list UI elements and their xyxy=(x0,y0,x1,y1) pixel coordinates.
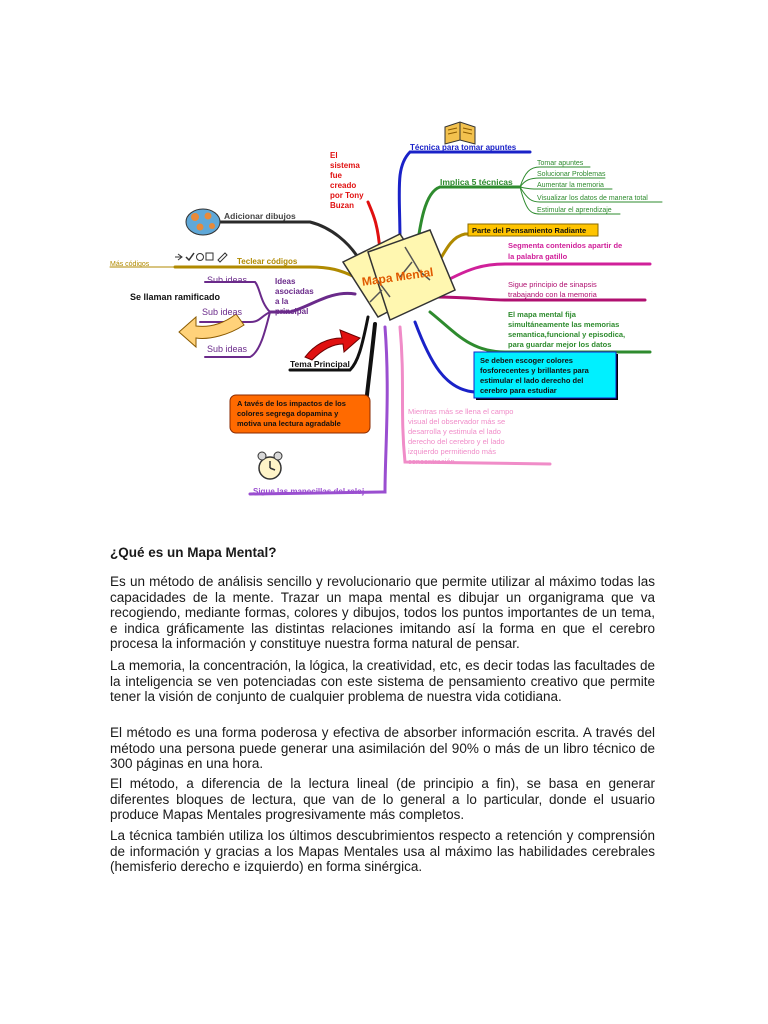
svg-text:motiva una lectura agradable: motiva una lectura agradable xyxy=(237,419,341,428)
paragraph-3: El método es una forma poderosa y efecti… xyxy=(110,725,655,772)
paragraph-1: Es un método de análisis sencillo y revo… xyxy=(110,574,655,652)
label-mientras: Mientras más se llena el campo visual de… xyxy=(408,407,513,466)
svg-text:Ideas: Ideas xyxy=(275,277,296,286)
svg-text:Sigue principio de sinapsis: Sigue principio de sinapsis xyxy=(508,280,597,289)
paragraph-5: La técnica también utiliza los últimos d… xyxy=(110,828,655,875)
label-se-llaman-ramificado: Se llaman ramificado xyxy=(130,292,221,302)
svg-text:El mapa mental fija: El mapa mental fija xyxy=(508,310,577,319)
svg-text:izquierdo permitiendo más: izquierdo permitiendo más xyxy=(408,447,496,456)
label-tema-principal: Tema Principal xyxy=(290,359,350,369)
label-tecnica-apuntes: Técnica para tomar apuntes xyxy=(410,143,517,152)
arrow-red-icon xyxy=(305,330,360,360)
central-image: Mapa Mental xyxy=(343,230,455,320)
label-sigue-manecillas: Sigue las manecillas del reloj xyxy=(253,487,364,496)
svg-text:simultáneamente las memorias: simultáneamente las memorias xyxy=(508,320,619,329)
svg-text:la palabra gatillo: la palabra gatillo xyxy=(508,252,568,261)
box-pensamiento-radiante: Parte del Pensamiento Radiante xyxy=(468,224,598,236)
svg-text:trabajando con la memoria: trabajando con la memoria xyxy=(508,290,598,299)
book-icon xyxy=(445,122,475,144)
branch-line-colores xyxy=(415,322,475,392)
svg-text:El: El xyxy=(330,151,338,160)
mind-map-diagram: Mapa Mental Más códigos Teclear códigos … xyxy=(100,112,670,510)
svg-text:semantica,funcional y episodic: semantica,funcional y episodica, xyxy=(508,330,625,339)
list-tecnicas: Tomar apuntes Solucionar Problemas Aumen… xyxy=(537,160,648,214)
svg-text:estimular el lado derecho del: estimular el lado derecho del xyxy=(480,376,583,385)
svg-text:asociadas: asociadas xyxy=(275,287,314,296)
svg-text:cerebro para estudiar: cerebro para estudiar xyxy=(480,386,557,395)
svg-text:derecho del cerebro y el lado: derecho del cerebro y el lado xyxy=(408,437,505,446)
svg-text:Solucionar Problemas: Solucionar Problemas xyxy=(537,171,606,178)
label-sub-ideas-2: Sub ideas xyxy=(202,307,243,317)
label-implica-tecnicas: Implica 5 técnicas xyxy=(440,177,513,187)
svg-text:fosforecentes y brillantes par: fosforecentes y brillantes para xyxy=(480,366,590,375)
svg-text:por Tony: por Tony xyxy=(330,191,364,200)
box-colores: Se deben escoger colores fosforecentes y… xyxy=(474,352,618,400)
svg-text:Tomar apuntes: Tomar apuntes xyxy=(537,160,584,167)
paragraph-4: El método, a diferencia de la lectura li… xyxy=(110,776,655,823)
label-sub-ideas-1: Sub ideas xyxy=(207,275,248,285)
branch-line-teclear xyxy=(175,267,355,277)
svg-text:Buzan: Buzan xyxy=(330,201,354,210)
label-sub-ideas-3: Sub ideas xyxy=(207,344,248,354)
label-sistema-buzan: El sistema fue creado por Tony Buzan xyxy=(330,151,364,210)
label-teclear-codigos: Teclear códigos xyxy=(237,257,298,266)
arrow-left-icon xyxy=(179,314,244,347)
svg-text:A tavés de los impactos de los: A tavés de los impactos de los xyxy=(237,399,346,408)
label-segmenta: Segmenta contenidos apartir de la palabr… xyxy=(508,241,622,261)
svg-text:Se deben escoger colores: Se deben escoger colores xyxy=(480,356,573,365)
svg-text:principal: principal xyxy=(275,307,308,316)
brain-icon xyxy=(186,209,220,235)
svg-text:a la: a la xyxy=(275,297,289,306)
label-mapa-fija: El mapa mental fija simultáneamente las … xyxy=(508,310,625,349)
svg-text:visual del observador más se: visual del observador más se xyxy=(408,417,505,426)
paragraph-2: La memoria, la concentración, la lógica,… xyxy=(110,658,655,705)
svg-text:para guardar mejor los datos: para guardar mejor los datos xyxy=(508,340,611,349)
svg-text:Segmenta contenidos apartir de: Segmenta contenidos apartir de xyxy=(508,241,622,250)
svg-text:creado: creado xyxy=(330,181,356,190)
svg-text:concentración: concentración xyxy=(408,457,455,466)
label-adicionar-dibujos: Adicionar dibujos xyxy=(224,211,296,221)
svg-text:Aumentar la memoria: Aumentar la memoria xyxy=(537,182,604,189)
svg-text:fue: fue xyxy=(330,171,343,180)
box-dopamina: A tavés de los impactos de los colores s… xyxy=(230,395,370,433)
label-ideas-asociadas: Ideas asociadas a la principal xyxy=(275,277,314,316)
svg-text:Estimular el aprendizaje: Estimular el aprendizaje xyxy=(537,207,612,214)
article-heading: ¿Qué es un Mapa Mental? xyxy=(110,545,277,560)
svg-text:Visualizar los datos de manera: Visualizar los datos de manera total xyxy=(537,195,648,202)
svg-text:Mientras más se llena el campo: Mientras más se llena el campo xyxy=(408,407,513,416)
svg-text:colores segrega dopamina y: colores segrega dopamina y xyxy=(237,409,339,418)
code-symbols-icon xyxy=(175,253,227,262)
label-mas-codigos: Más códigos xyxy=(110,261,150,268)
svg-text:desarrolla y estimula el lado: desarrolla y estimula el lado xyxy=(408,427,501,436)
svg-text:sistema: sistema xyxy=(330,161,360,170)
svg-text:Parte del Pensamiento Radiante: Parte del Pensamiento Radiante xyxy=(472,226,586,235)
label-sinapsis: Sigue principio de sinapsis trabajando c… xyxy=(508,280,598,299)
alarm-clock-icon xyxy=(258,452,282,479)
